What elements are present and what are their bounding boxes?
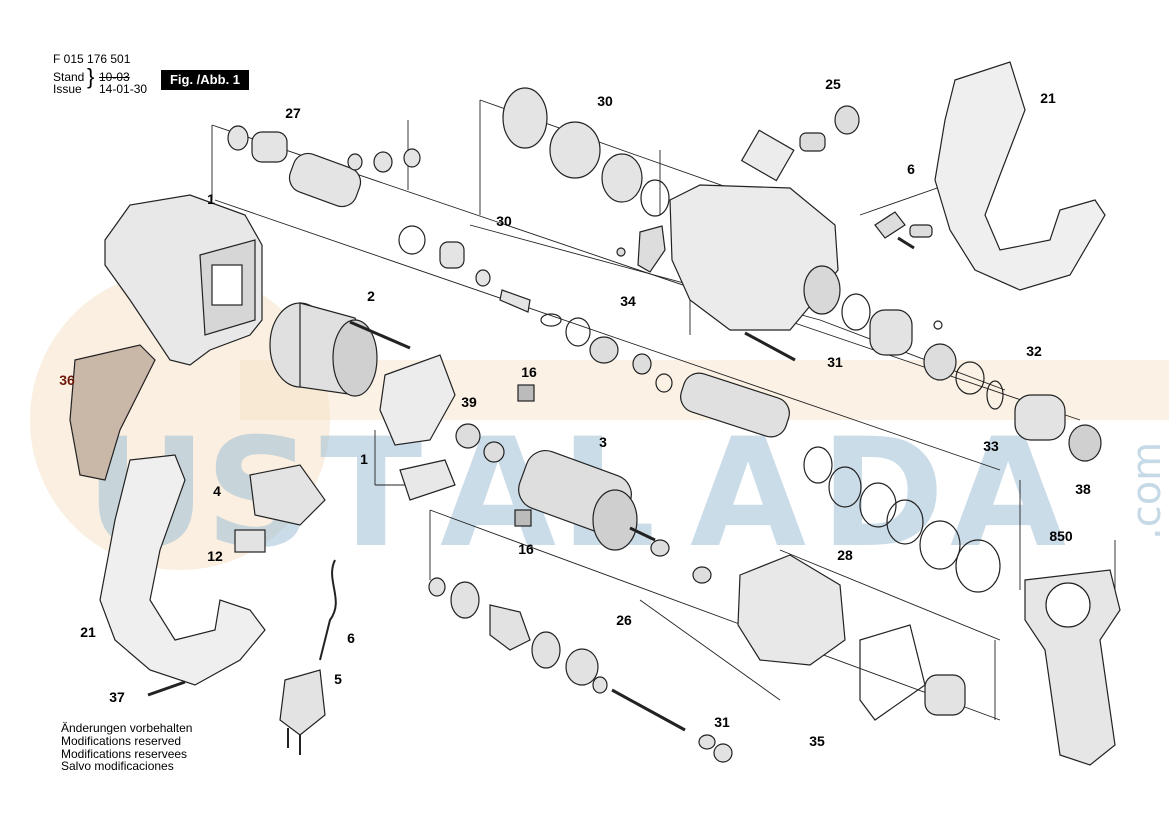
- callout-6: 6: [347, 630, 355, 646]
- stand-label: Stand: [53, 70, 85, 84]
- label-6: [874, 211, 906, 239]
- gear-stack-26: [428, 577, 733, 763]
- watermark-letter: D: [820, 407, 945, 581]
- stator-screw: [349, 320, 411, 350]
- ring-33: [986, 380, 1004, 410]
- armature-washer: [692, 566, 712, 584]
- ball: [933, 320, 943, 330]
- figure-label: Fig. /Abb. 1: [161, 70, 249, 90]
- switch: [249, 464, 326, 526]
- callout-26: 26: [616, 612, 632, 628]
- callout-16: 16: [521, 364, 537, 380]
- callout-850: 850: [1049, 528, 1073, 544]
- note-line-es: Salvo modificaciones: [61, 759, 174, 773]
- front-handle: [934, 61, 1106, 291]
- watermark-suffix: .com: [1124, 442, 1169, 540]
- bracket: [637, 225, 666, 273]
- aux-handle-ring: [1045, 582, 1091, 628]
- screw-34: [616, 247, 626, 257]
- callout-3: 3: [599, 434, 607, 450]
- power-cord: [319, 559, 337, 661]
- callout-39: 39: [461, 394, 477, 410]
- armature: [518, 450, 656, 551]
- brace: }: [87, 64, 95, 89]
- callout-2: 2: [367, 288, 375, 304]
- callout-32: 32: [1026, 343, 1042, 359]
- callout-30: 30: [496, 213, 512, 229]
- note-line-de: Änderungen vorbehalten: [61, 721, 193, 735]
- armature-bearing: [650, 539, 670, 557]
- part-number: F 015 176 501: [53, 52, 131, 66]
- callout-16: 16: [518, 541, 534, 557]
- note-line-en: Modifications reserved: [61, 734, 182, 748]
- callout-38: 38: [1075, 481, 1091, 497]
- callout-25: 25: [825, 76, 841, 92]
- callout-27: 27: [285, 105, 301, 121]
- callout-1: 1: [360, 451, 368, 467]
- callout-35: 35: [809, 733, 825, 749]
- brush-holder: [399, 459, 456, 501]
- callout-21: 21: [80, 624, 96, 640]
- callout-28: 28: [837, 547, 853, 563]
- carbon-brush-top: [517, 384, 535, 402]
- handle-grip: [69, 344, 156, 481]
- gear-housing-opening: [803, 265, 841, 315]
- callout-1: 1: [207, 191, 215, 207]
- gear-parts-top: [227, 87, 670, 313]
- callout-36: 36: [59, 372, 75, 388]
- watermark-letter: A: [690, 407, 806, 581]
- carbon-brush-bottom: [514, 509, 532, 527]
- tube-31: [869, 309, 913, 356]
- small-pin: [799, 132, 826, 152]
- field-stator: [269, 302, 378, 397]
- callout-21: 21: [1040, 90, 1056, 106]
- ring-sequence: [540, 313, 1001, 593]
- spring-32: [923, 343, 957, 381]
- intermediate-flange: [737, 554, 846, 666]
- callout-4: 4: [213, 483, 221, 499]
- callout-34: 34: [620, 293, 636, 309]
- screw: [147, 680, 186, 697]
- callout-5: 5: [334, 671, 342, 687]
- callout-30: 30: [597, 93, 613, 109]
- capacitor: [234, 529, 266, 553]
- spring-6: [909, 224, 933, 238]
- cap-38: [1068, 424, 1102, 462]
- plug: [279, 669, 326, 736]
- ring-31: [841, 293, 871, 331]
- callout-6: 6: [907, 161, 915, 177]
- bushing-35: [924, 674, 966, 716]
- callout-31: 31: [827, 354, 843, 370]
- housing-screw: [744, 331, 796, 362]
- sleeve-32: [1014, 394, 1066, 441]
- bearing-39: [455, 423, 481, 449]
- gasket: [859, 624, 926, 721]
- callout-31: 31: [714, 714, 730, 730]
- spring-clip: [740, 129, 795, 182]
- callout-33: 33: [983, 438, 999, 454]
- bearing-small: [483, 441, 505, 463]
- brush-plate: [379, 354, 456, 446]
- motor-housing: [104, 194, 263, 366]
- issue-date: 14-01-30: [99, 82, 148, 96]
- rear-handle: [99, 454, 266, 686]
- auxiliary-handle: [1024, 569, 1121, 766]
- note-line-fr: Modifications reservees: [61, 747, 188, 761]
- callout-12: 12: [207, 548, 223, 564]
- ring-32: [955, 361, 985, 395]
- bearing-25: [834, 105, 860, 135]
- stand-date: 10-03: [99, 70, 130, 84]
- callout-37: 37: [109, 689, 125, 705]
- screw-6: [897, 236, 915, 250]
- issue-label: Issue: [53, 82, 82, 96]
